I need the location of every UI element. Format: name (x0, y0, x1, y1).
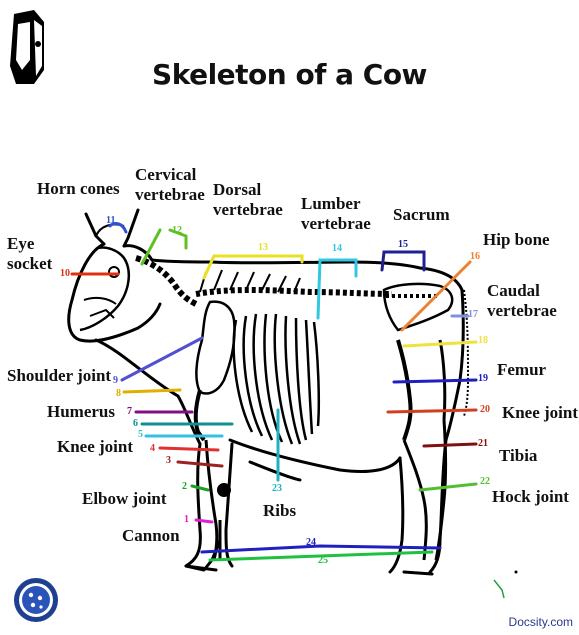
pointer-18 (404, 342, 476, 346)
label-elbow-joint: Elbow joint (82, 489, 167, 509)
label-humerus: Humerus (47, 402, 115, 422)
pointer-3 (178, 462, 222, 466)
label-knee-joint-rear: Knee joint (502, 403, 578, 423)
label-caudal-vertebrae: Caudal vertebrae (487, 281, 557, 321)
page-title: Skeleton of a Cow (0, 58, 579, 91)
marker-23: 23 (272, 484, 282, 494)
label-dorsal-line1: Dorsal (213, 180, 283, 200)
label-eye-socket-line1: Eye (7, 234, 52, 254)
marker-24: 24 (306, 538, 316, 548)
label-dorsal-vertebrae: Dorsal vertebrae (213, 180, 283, 220)
label-sacrum: Sacrum (393, 205, 450, 225)
pointer-8 (124, 390, 180, 392)
marker-20: 20 (480, 405, 490, 415)
label-cervical-vertebrae: Cervical vertebrae (135, 165, 205, 205)
marker-13: 13 (258, 243, 268, 253)
label-femur: Femur (497, 360, 546, 380)
label-lumber-line1: Lumber (301, 194, 371, 214)
marker-7: 7 (127, 407, 132, 417)
label-tibia: Tibia (499, 446, 537, 466)
marker-17: 17 (468, 310, 478, 320)
label-lumber-vertebrae: Lumber vertebrae (301, 194, 371, 234)
marker-18: 18 (478, 336, 488, 346)
label-lumber-line2: vertebrae (301, 214, 371, 234)
marker-15: 15 (398, 240, 408, 250)
marker-16: 16 (470, 252, 480, 262)
marker-12: 12 (172, 226, 182, 236)
pointer-20 (388, 410, 476, 412)
label-ribs: Ribs (263, 501, 296, 521)
marker-1: 1 (184, 515, 189, 525)
marker-19: 19 (478, 374, 488, 384)
marker-21: 21 (478, 439, 488, 449)
pointer-1 (196, 520, 212, 522)
marker-5: 5 (138, 430, 143, 440)
footer-watermark[interactable]: Docsity.com (509, 615, 573, 629)
marker-11: 11 (106, 216, 115, 226)
marker-6: 6 (133, 419, 138, 429)
label-dorsal-line2: vertebrae (213, 200, 283, 220)
pointer-9 (122, 338, 202, 380)
label-hock-joint: Hock joint (492, 487, 569, 507)
pointer-2 (192, 486, 208, 490)
pointer-22 (420, 484, 476, 490)
marker-4: 4 (150, 444, 155, 454)
marker-9: 9 (113, 376, 118, 386)
cell-icon (14, 578, 58, 622)
pointer-24 (202, 546, 440, 552)
label-knee-joint-front: Knee joint (57, 437, 133, 457)
label-caudal-line1: Caudal (487, 281, 557, 301)
marker-25: 25 (318, 556, 328, 566)
label-horn-cones: Horn cones (37, 179, 120, 199)
label-hip-bone: Hip bone (483, 230, 550, 250)
label-cannon: Cannon (122, 526, 180, 546)
pointer-14 (318, 260, 356, 318)
pointer-19 (394, 380, 476, 382)
marker-3: 3 (166, 456, 171, 466)
label-caudal-line2: vertebrae (487, 301, 557, 321)
label-shoulder-joint: Shoulder joint (7, 366, 111, 386)
label-eye-socket-line2: socket (7, 254, 52, 274)
marker-14: 14 (332, 244, 342, 254)
label-cervical-line1: Cervical (135, 165, 205, 185)
label-eye-socket: Eye socket (7, 234, 52, 274)
marker-8: 8 (116, 389, 121, 399)
marker-10: 10 (60, 269, 70, 279)
marker-2: 2 (182, 482, 187, 492)
marker-22: 22 (480, 477, 490, 487)
pointer-4 (160, 448, 218, 450)
label-cervical-line2: vertebrae (135, 185, 205, 205)
pointer-21 (424, 444, 476, 446)
